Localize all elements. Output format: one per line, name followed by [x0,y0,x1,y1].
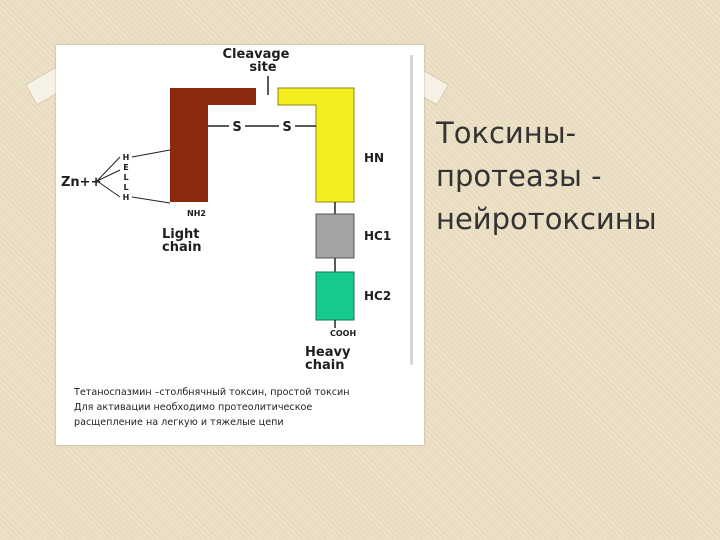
motif-link-line-1 [131,149,171,158]
heavy-chain-label-line1: Heavy [305,345,351,360]
sulfur-label-right: S [282,120,291,135]
figure-edge [410,55,413,365]
light-chain-terminus: NH2 [187,209,206,218]
caption-line: расщепление на легкую и тяжелые цепи [74,417,284,428]
motif-letter: L [123,183,128,192]
figure-card [56,45,424,445]
heavy-chain-terminus: COOH [330,329,356,338]
heavy-chain-hc2-domain [315,271,355,321]
heavy-chain-hn-domain [277,87,355,203]
caption-line: Тетаноспазмин –столбнячный токсин, прост… [74,387,350,398]
sulfur-label-right-bg [279,119,295,133]
slide-title-line: Токсины- [436,116,577,150]
zinc-bond-line-1 [96,156,121,182]
zinc-bond-line-2 [96,169,121,182]
hc2-domain-label: HC2 [364,289,391,303]
motif-letter: H [123,193,130,202]
light-chain-label-line2: chain [162,240,201,255]
motif-link-line-2 [131,196,171,204]
cleavage-label-line1: Cleavage [223,47,290,62]
hc1-domain-label: HC1 [364,229,391,243]
zinc-label: Zn++ [61,175,101,190]
caption-line: Для активации необходимо протеолитическо… [74,402,313,413]
figure-caption: Тетаноспазмин –столбнячный токсин, прост… [74,385,414,430]
hn-domain-label: HN [364,151,384,165]
cleavage-label-line2: site [249,60,276,75]
motif-letter: H [123,153,130,162]
light-chain-body [170,88,256,202]
slide-title-line: протеазы - [436,159,602,193]
heavy-chain-label-line2: chain [305,358,344,373]
motif-letter: E [123,163,128,172]
heavy-chain-hc1-domain [315,213,355,259]
light-chain-label-line1: Light [162,227,200,242]
slide-title-line: нейротоксины [436,202,657,236]
sulfur-label-left: S [232,120,241,135]
motif-letter: L [123,173,128,182]
sulfur-label-left-bg [229,119,245,133]
zinc-bond-line-3 [96,180,121,198]
motif-letters: H E L L H [123,153,130,202]
slide-title: Токсины- протеазы - нейротоксины [436,112,706,241]
